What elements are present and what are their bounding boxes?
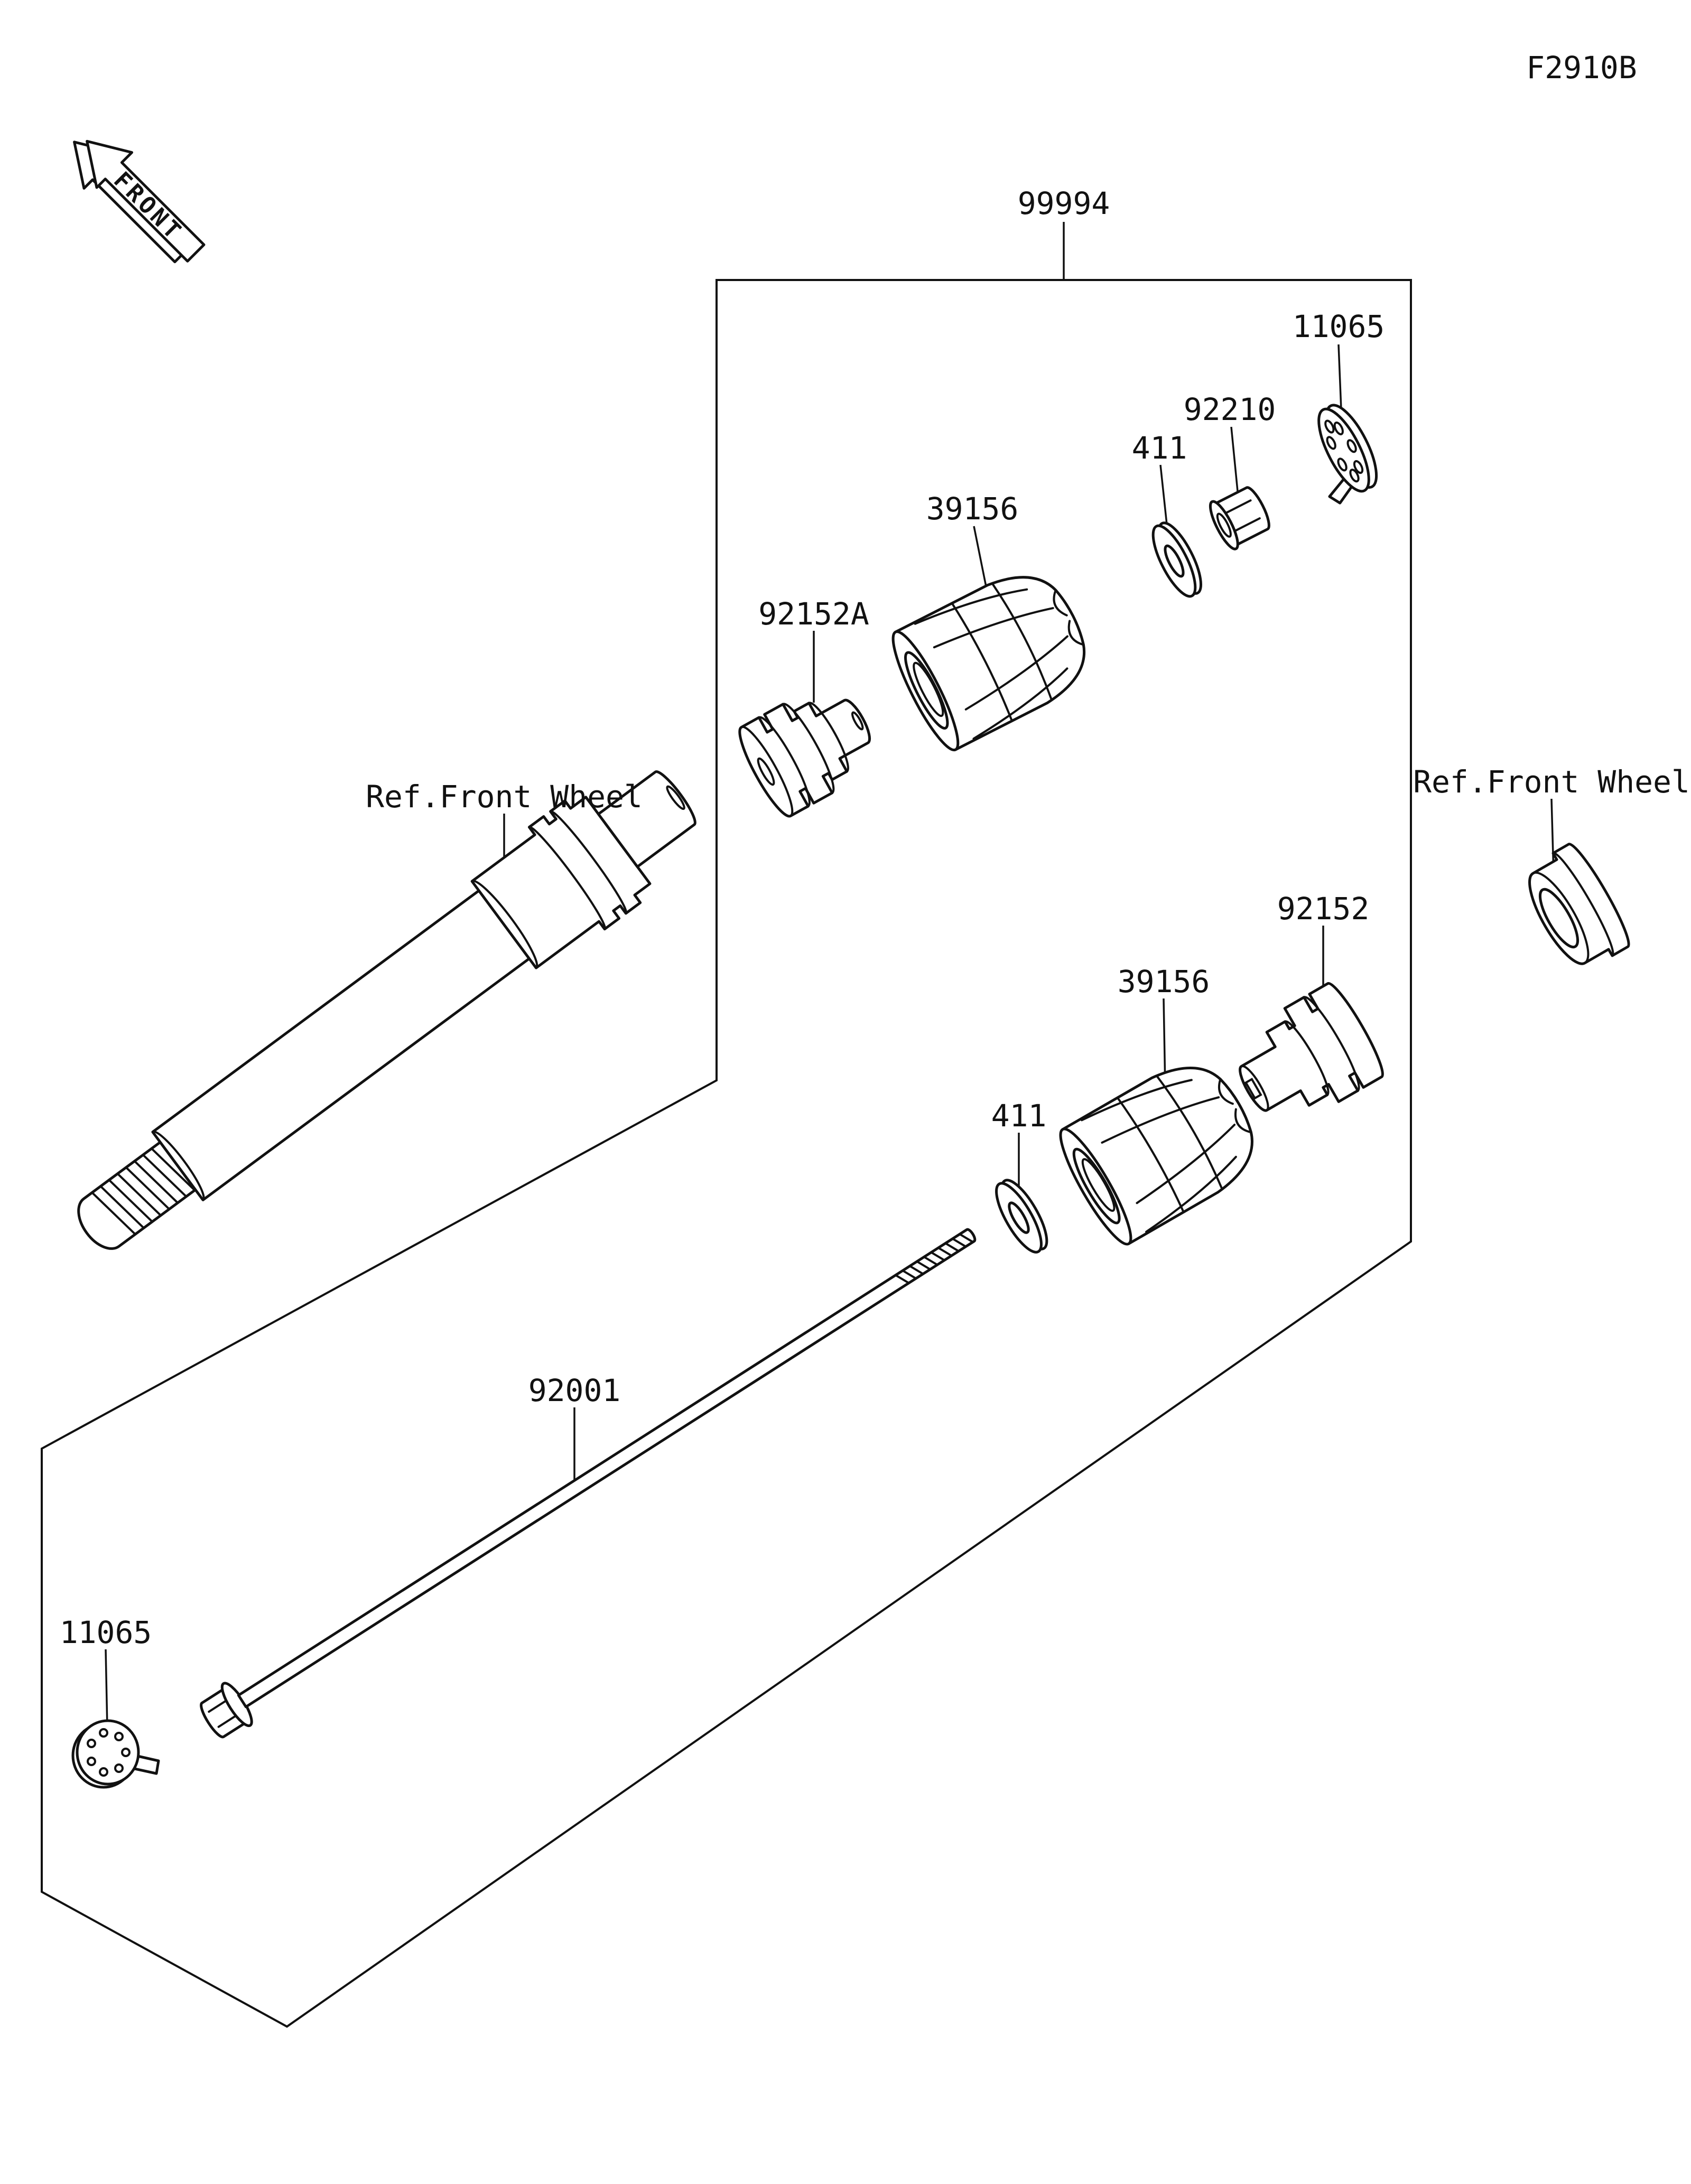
front-axle-drawing <box>77 770 696 1250</box>
label-nut: 92210 <box>1184 391 1276 427</box>
front-arrow <box>86 139 206 263</box>
figure-code: F2910B <box>1526 50 1637 86</box>
slider-top-part <box>884 557 1103 756</box>
kit-outline-box <box>41 279 1412 2028</box>
bolt-threads <box>894 1233 974 1284</box>
axle-tip-hole <box>666 785 685 810</box>
label-cap-bottom: 11065 <box>60 1614 152 1650</box>
front-direction-icon: FRONT <box>73 139 206 264</box>
axle-bolt-drawing <box>200 1228 977 1739</box>
label-ref-front-wheel-left: Ref.Front Wheel <box>366 779 643 815</box>
axle-rib-edge-2 <box>549 810 628 914</box>
slider-bottom-part <box>1051 1047 1272 1250</box>
cap-top-part <box>1293 398 1386 506</box>
label-washer-top: 411 <box>1132 430 1187 466</box>
label-bolt: 92001 <box>528 1373 621 1408</box>
nut-part <box>1205 482 1275 552</box>
axle-main-tube <box>151 889 531 1201</box>
washer-top-part <box>1145 518 1209 602</box>
label-slider-top: 39156 <box>926 491 1019 527</box>
label-cap-top: 11065 <box>1293 309 1385 344</box>
damper-a-part <box>732 674 887 821</box>
bolt-shaft <box>237 1228 977 1709</box>
label-washer-bottom: 411 <box>991 1098 1047 1134</box>
axle-knurl-hatch <box>91 1148 196 1235</box>
leader-slider-top <box>973 526 988 592</box>
washer-bottom-part <box>988 1174 1055 1258</box>
cap-bottom-part <box>73 1721 159 1787</box>
part-labels: 99994 11065 92210 411 39156 92152A Ref.F… <box>60 185 1690 1650</box>
damper-part <box>1221 979 1389 1138</box>
bolt-head <box>200 1688 247 1739</box>
leader-lines <box>105 222 1555 1728</box>
leader-cap-bottom <box>105 1649 108 1728</box>
label-ref-front-wheel-right: Ref.Front Wheel <box>1413 764 1690 800</box>
axle-knurled-end <box>77 1141 197 1250</box>
label-kit: 99994 <box>1018 185 1110 221</box>
label-damper-a: 92152A <box>758 596 869 632</box>
axle-rib-edge-1 <box>528 826 606 930</box>
axle-collar-edge <box>471 880 538 969</box>
leader-nut <box>1230 426 1240 502</box>
label-damper: 92152 <box>1277 891 1370 927</box>
wheel-hub-part <box>1516 840 1635 977</box>
axle-tube-edge <box>151 1131 205 1201</box>
label-slider-bottom: 39156 <box>1118 964 1210 1000</box>
